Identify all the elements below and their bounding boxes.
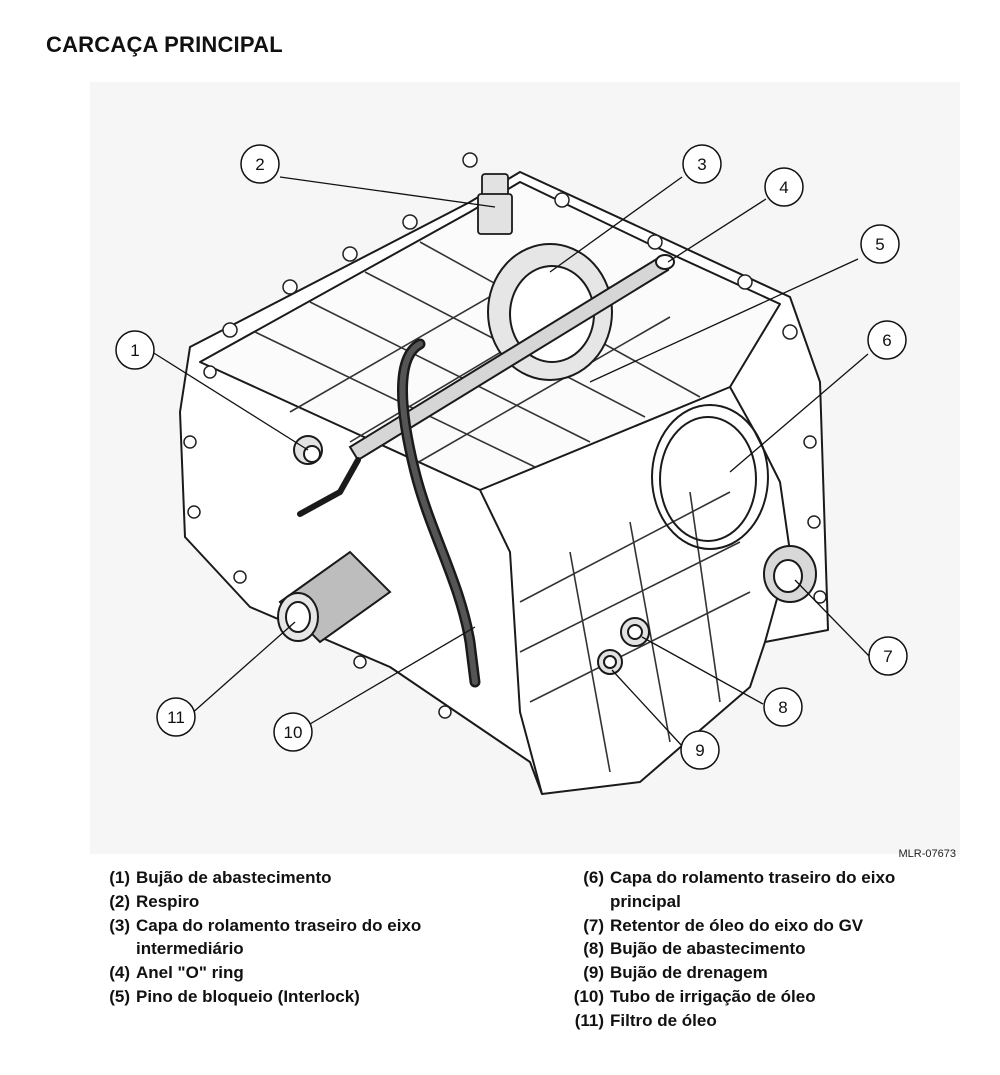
legend-number: (8): [583, 939, 604, 959]
callout-11: 11: [167, 708, 185, 727]
mainshaft-bearing-cap: [651, 404, 769, 550]
housing-diagram: 1 2 3 4 5 6 7 8 9 10 11: [90, 82, 960, 854]
breather-part: [477, 173, 513, 235]
legend-item: (5) Pino de bloqueio (Interlock): [92, 985, 522, 1009]
leader-lines: [148, 176, 871, 748]
legend-item: (2) Respiro: [92, 890, 522, 914]
callout-3: 3: [697, 155, 706, 174]
housing-drawing: 1 2 3 4 5 6 7 8 9 10 11: [115, 144, 908, 795]
legend-right-column: (6) Capa do rolamento traseiro do eixo p…: [566, 866, 966, 1033]
callout-5: 5: [875, 235, 884, 254]
legend-number: (4): [109, 963, 130, 983]
callout-7: 7: [883, 647, 892, 666]
interlock-pin: [348, 254, 675, 462]
legend-item: (3) Capa do rolamento traseiro do eixo i…: [92, 914, 522, 962]
legend-number: (9): [583, 963, 604, 983]
legend-item: (4) Anel "O" ring: [92, 961, 522, 985]
callout-2: 2: [255, 155, 264, 174]
legend-label: Bujão de abastecimento: [136, 868, 332, 887]
legend-item: (9) Bujão de drenagem: [566, 961, 966, 985]
legend-label: Capa do rolamento traseiro do eixo princ…: [610, 868, 896, 911]
legend-label: Filtro de óleo: [610, 1010, 717, 1030]
legend-label: Bujão de drenagem: [610, 963, 768, 983]
page-title: CARCAÇA PRINCIPAL: [46, 32, 283, 57]
filler-plug-8: [620, 617, 650, 647]
legend-number: (11): [574, 1010, 604, 1030]
callout-4: 4: [779, 178, 788, 197]
legend-item: (7) Retentor de óleo do eixo do GV: [566, 914, 966, 938]
legend-item: (8) Bujão de abastecimento: [566, 937, 966, 961]
legend-number: (7): [583, 915, 604, 935]
legend-item: (6) Capa do rolamento traseiro do eixo p…: [566, 866, 966, 914]
legend-number: (6): [583, 868, 604, 887]
legend-number: (5): [109, 986, 130, 1006]
legend-number: (2): [109, 891, 130, 911]
legend-item: (11) Filtro de óleo: [566, 1009, 966, 1033]
legend-label: Respiro: [136, 891, 200, 911]
callout-circles: [115, 144, 908, 770]
legend-label: Retentor de óleo do eixo do GV: [610, 915, 864, 935]
legend-number: (1): [109, 868, 130, 887]
legend-item: (1) Bujão de abastecimento: [92, 866, 522, 890]
callout-1: 1: [130, 341, 139, 360]
legend-label: Anel "O" ring: [136, 963, 244, 983]
drain-plug: [597, 649, 623, 675]
legend-left-column: (1) Bujão de abastecimento (2) Respiro (…: [92, 866, 522, 1009]
legend-label: Capa do rolamento traseiro do eixo inter…: [136, 915, 422, 959]
callout-6: 6: [882, 331, 891, 350]
legend-item: (10) Tubo de irrigação de óleo: [566, 985, 966, 1009]
callout-10: 10: [284, 723, 303, 742]
callout-8: 8: [778, 698, 787, 717]
legend-label: Tubo de irrigação de óleo: [610, 986, 816, 1006]
legend-label: Bujão de abastecimento: [610, 939, 806, 959]
callout-9: 9: [695, 741, 704, 760]
legend-number: (3): [109, 915, 130, 935]
figure-reference: MLR-07673: [898, 848, 956, 860]
oil-filter: [277, 550, 392, 644]
legend-label: Pino de bloqueio (Interlock): [136, 986, 360, 1006]
legend-number: (10): [573, 986, 604, 1006]
